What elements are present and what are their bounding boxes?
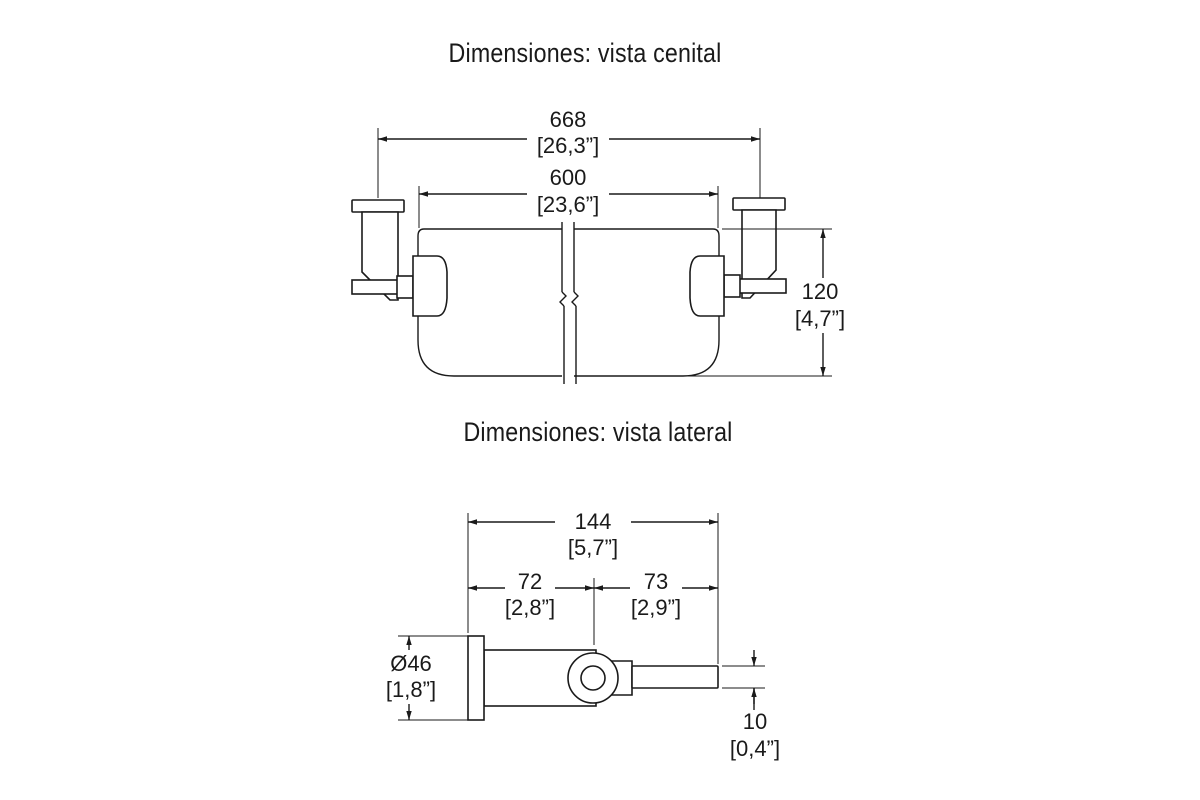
segment-a-in: [2,8”] xyxy=(505,595,555,620)
side-view-title: Dimensiones: vista lateral xyxy=(463,417,733,447)
total-length-mm: 144 xyxy=(575,509,612,534)
right-bracket xyxy=(689,197,787,317)
side-view: 144 [5,7”] 72 [2,8”] 73 [2,9”] Ø46 [1,8”… xyxy=(386,509,780,761)
overall-width-mm: 668 xyxy=(550,107,587,132)
inner-width-mm: 600 xyxy=(550,165,587,190)
depth-mm: 120 xyxy=(802,279,839,304)
bar-outline-right xyxy=(574,228,720,377)
inner-width-in: [23,6”] xyxy=(537,192,599,217)
overall-width-in: [26,3”] xyxy=(537,133,599,158)
side-bracket xyxy=(467,635,719,721)
bar-outline-left xyxy=(417,228,562,377)
top-view: 668 [26,3”] 600 [23,6”] xyxy=(351,107,845,384)
top-view-title: Dimensiones: vista cenital xyxy=(448,38,722,68)
base-diameter-mm: Ø46 xyxy=(390,651,432,676)
base-diameter-in: [1,8”] xyxy=(386,677,436,702)
segment-a-mm: 72 xyxy=(518,569,542,594)
depth-in: [4,7”] xyxy=(795,306,845,331)
total-length-in: [5,7”] xyxy=(568,535,618,560)
segment-b-mm: 73 xyxy=(644,569,668,594)
rod-diameter-in: [0,4”] xyxy=(730,736,780,761)
segment-b-in: [2,9”] xyxy=(631,595,681,620)
break-symbol xyxy=(559,222,579,384)
left-bracket xyxy=(351,199,448,317)
rod-diameter-mm: 10 xyxy=(743,709,767,734)
